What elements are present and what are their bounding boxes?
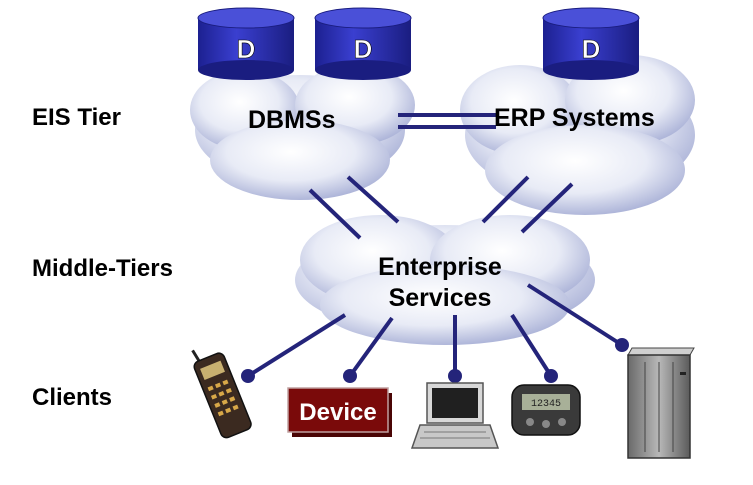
database-cylinder-2: D <box>314 7 412 80</box>
enterprise-cloud <box>295 215 595 345</box>
device-box: Device <box>287 387 392 437</box>
dbms-erp-link <box>398 113 496 129</box>
middle-tiers-label: Middle-Tiers <box>32 255 173 282</box>
device-label: Device <box>299 399 376 426</box>
eis-middle-connectors <box>308 175 574 240</box>
connector-endpoints <box>241 338 629 383</box>
pager-display: 12345 <box>531 399 561 410</box>
dbms-cloud <box>190 65 415 200</box>
server-cabinet-icon <box>627 347 695 459</box>
database-cylinder-3: D <box>542 7 640 80</box>
erp-cloud <box>460 55 695 215</box>
eis-tier-label: EIS Tier <box>32 104 121 131</box>
erp-label: ERP Systems <box>494 104 655 132</box>
dbms-label: DBMSs <box>248 106 336 134</box>
client-connectors <box>246 283 624 378</box>
clients-label: Clients <box>32 384 113 411</box>
pager-icon: 12345 <box>511 384 581 436</box>
database-label: D <box>582 34 601 64</box>
database-label: D <box>237 34 256 64</box>
laptop-icon <box>410 382 500 449</box>
mobile-phone-icon <box>191 349 252 439</box>
database-cylinder-1: D <box>197 7 295 80</box>
enterprise-label-line1: Enterprise <box>378 253 502 281</box>
database-label: D <box>354 34 373 64</box>
enterprise-label-line2: Services <box>389 284 492 312</box>
